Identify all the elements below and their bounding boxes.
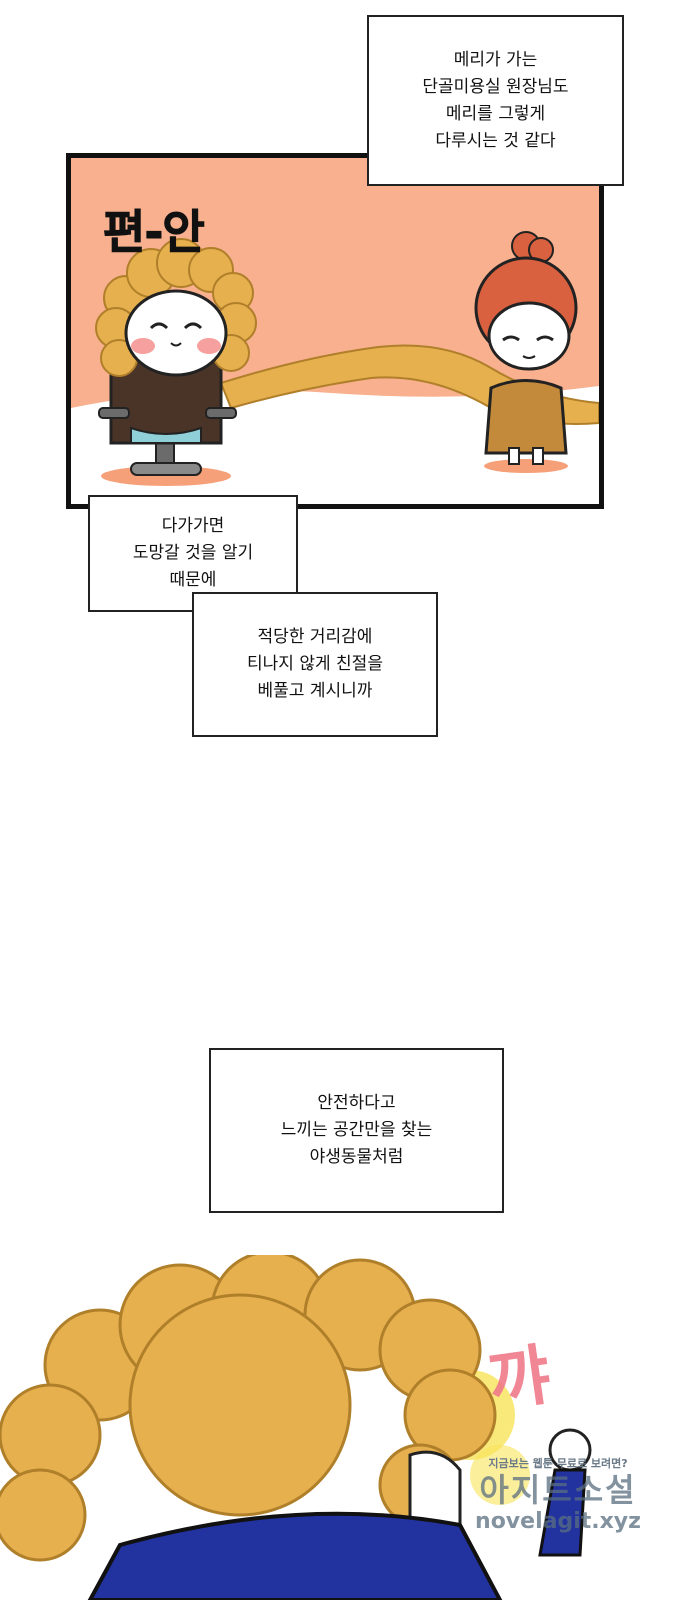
narration-line: 메리가 가는: [453, 49, 538, 70]
narration-line: 적당한 거리감에: [257, 627, 373, 647]
comic-panel-bottom: [0, 1255, 690, 1600]
narration-box-4: 안전하다고 느끼는 공간만을 찾는 야생동물처럼: [209, 1048, 504, 1213]
narration-line: 도망갈 것을 알기: [132, 543, 254, 563]
watermark: 지금보는 웹툰 무료로 보려면? 아지트소설 novelagit.xyz: [458, 1455, 658, 1534]
narration-line: 다가가면: [161, 516, 225, 536]
comic-panel-salon: 편-안: [66, 153, 604, 509]
narration-line: 메리를 그렇게: [445, 103, 546, 124]
narration-line: 티나지 않게 친절을: [247, 654, 383, 674]
narration-line: 때문에: [169, 570, 217, 590]
watermark-site-name: 아지트소설: [479, 1471, 637, 1509]
narration-line: 베풀고 계시니까: [257, 681, 373, 701]
narration-line: 야생동물처럼: [309, 1147, 404, 1167]
narration-line: 느끼는 공간만을 찾는: [280, 1120, 433, 1140]
narration-line: 다루시는 것 같다: [435, 130, 556, 151]
narration-box-1: 메리가 가는 단골미용실 원장님도 메리를 그렇게 다루시는 것 같다: [367, 15, 624, 186]
narration-box-3: 적당한 거리감에 티나지 않게 친절을 베풀고 계시니까: [192, 592, 438, 737]
watermark-url: novelagit.xyz: [475, 1509, 641, 1534]
narration-line: 안전하다고: [317, 1093, 396, 1113]
curly-hair-illustration: [0, 1255, 592, 1600]
narration-line: 단골미용실 원장님도: [422, 76, 569, 97]
sfx-text-pyeonan: 편-안: [103, 205, 206, 260]
salon-illustration: [71, 231, 599, 504]
sfx-text-kkya: 꺄: [483, 1336, 555, 1421]
watermark-tagline: 지금보는 웹툰 무료로 보려면?: [488, 1457, 628, 1470]
